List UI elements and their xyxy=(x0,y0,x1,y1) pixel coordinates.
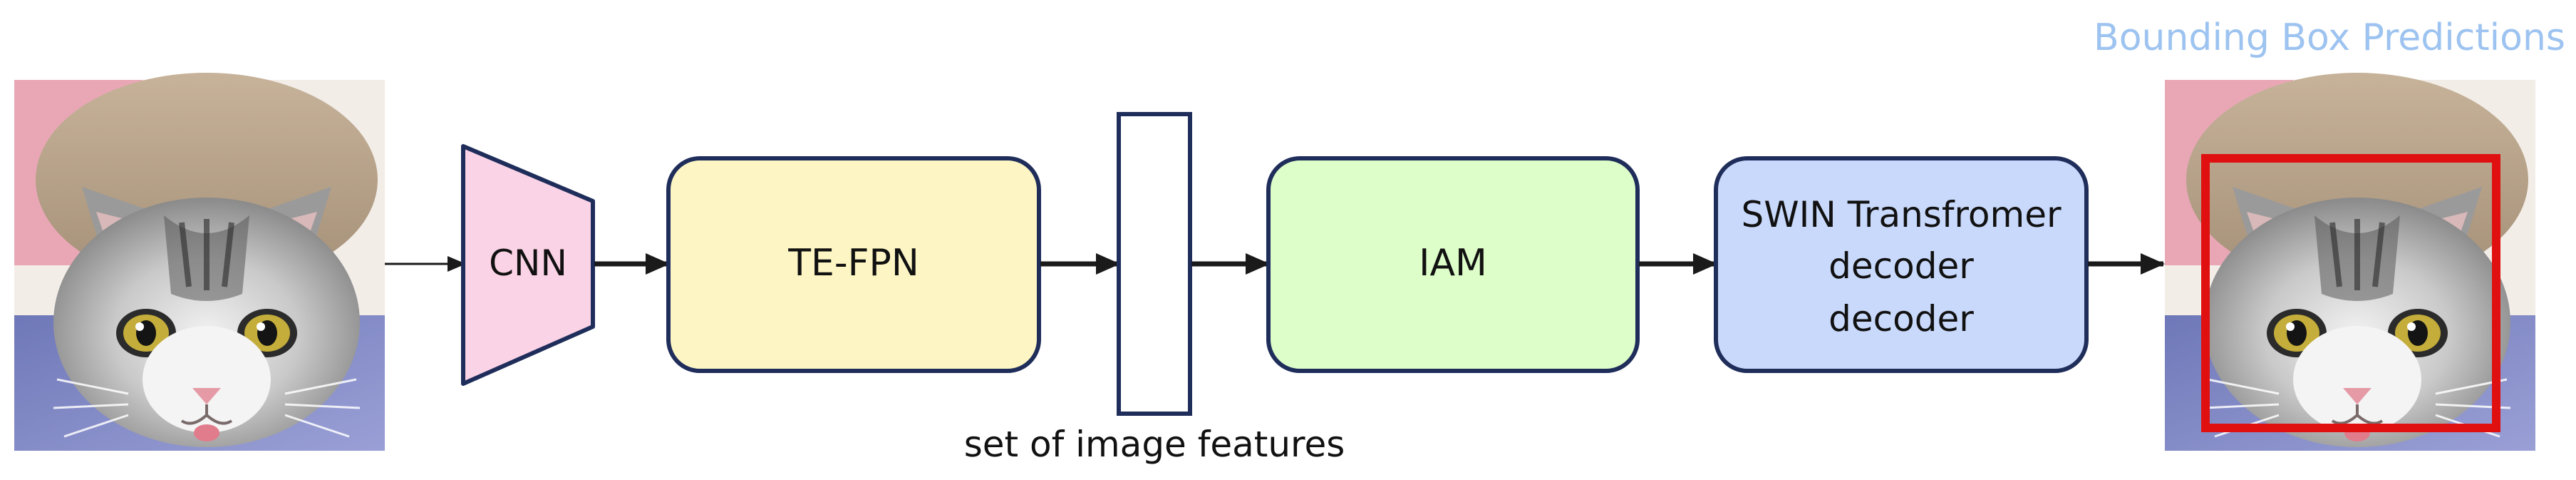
swin-label-line2: decoder xyxy=(1828,245,1974,287)
cnn-block: CNN xyxy=(461,144,595,386)
tefpn-block: TE-FPN xyxy=(666,156,1041,373)
tefpn-label: TE-FPN xyxy=(787,242,919,285)
image-features-caption: set of image features xyxy=(964,424,1345,465)
cnn-label: CNN xyxy=(489,242,567,284)
swin-label-line3: decoder xyxy=(1828,298,1974,339)
image-features-block xyxy=(1117,112,1192,416)
output-title: Bounding Box Predictions xyxy=(2094,16,2565,59)
input-cat-image xyxy=(14,73,385,451)
bounding-box xyxy=(2201,154,2500,432)
swin-decoder-block: SWIN Transfromer decoder decoder xyxy=(1714,156,2089,373)
iam-block: IAM xyxy=(1266,156,1640,373)
iam-label: IAM xyxy=(1419,242,1487,285)
swin-label-line1: SWIN Transfromer xyxy=(1741,194,2061,235)
output-cat-image xyxy=(2165,73,2535,451)
